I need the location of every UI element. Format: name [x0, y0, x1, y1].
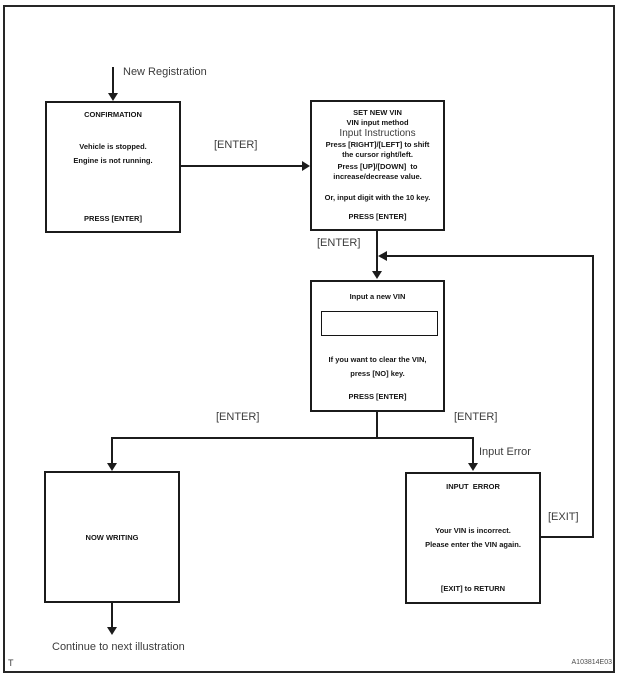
down-arrowhead-icon	[372, 271, 382, 279]
branch-horizontal-line	[111, 437, 473, 439]
inputerror-footer: [EXIT] to RETURN	[440, 583, 506, 593]
setvin-line2: VIN input method	[346, 117, 409, 127]
down-arrowhead-icon	[468, 463, 478, 471]
enter-label-4: [ENTER]	[454, 411, 498, 423]
down-arrowhead-icon	[107, 627, 117, 635]
enter-label-2: [ENTER]	[317, 237, 361, 249]
vin-input-field	[321, 311, 438, 336]
confirmation-footer: PRESS [ENTER]	[84, 213, 142, 223]
inputvin-line2: press [NO] key.	[350, 369, 405, 378]
figure-id: A103814E03	[571, 659, 612, 666]
confirmation-title: CONFIRMATION	[84, 110, 142, 119]
feedback-bottom-line	[539, 536, 594, 538]
exit-label: [EXIT]	[548, 511, 579, 523]
input-vin-screen-box: Input a new VIN If you want to clear the…	[310, 280, 445, 412]
start-arrowhead-icon	[108, 93, 118, 101]
feedback-top-line	[387, 255, 594, 257]
setvin-line1: SET NEW VIN	[353, 108, 402, 117]
confirmation-line1: Vehicle is stopped.	[79, 142, 147, 151]
input-error-screen-box: INPUT ERROR Your VIN is incorrect. Pleas…	[405, 472, 541, 604]
setvin-line5: Press [UP]/[DOWN] to	[337, 162, 418, 171]
inputerror-line2: Please enter the VIN again.	[425, 540, 521, 549]
nowwriting-title: NOW WRITING	[85, 533, 139, 542]
inputvin-line1: If you want to clear the VIN,	[328, 355, 427, 364]
setvin-line7: Or, input digit with the 10 key.	[324, 193, 431, 202]
feedback-right-line	[592, 255, 594, 538]
connector-conf-to-set	[181, 165, 302, 167]
branch-right-line	[472, 437, 474, 464]
down-arrowhead-icon	[107, 463, 117, 471]
start-label: New Registration	[123, 66, 207, 78]
right-arrowhead-icon	[302, 161, 310, 171]
now-writing-screen-box: NOW WRITING	[44, 471, 180, 603]
inputvin-title: Input a new VIN	[349, 292, 406, 301]
corner-label: T	[8, 658, 14, 668]
enter-label-3: [ENTER]	[216, 411, 260, 423]
start-arrow-line	[112, 67, 114, 94]
setvin-line4: the cursor right/left.	[342, 149, 413, 159]
continue-arrow-line	[111, 603, 113, 628]
setvin-line6: increase/decrease value.	[333, 171, 422, 181]
inputerror-line1: Your VIN is incorrect.	[435, 526, 511, 535]
confirmation-line2: Engine is not running.	[73, 156, 153, 165]
input-error-label: Input Error	[479, 446, 531, 458]
connector-set-to-input	[376, 231, 378, 272]
setvin-line3: Press [RIGHT]/[LEFT] to shift	[325, 140, 430, 149]
set-new-vin-screen-box: SET NEW VIN VIN input method Input Instr…	[310, 100, 445, 231]
diagram-border-frame	[3, 5, 615, 673]
left-arrowhead-icon	[378, 251, 387, 261]
setvin-footer: PRESS [ENTER]	[348, 211, 407, 221]
continue-label: Continue to next illustration	[52, 641, 185, 653]
confirmation-screen-box: CONFIRMATION Vehicle is stopped. Engine …	[45, 101, 181, 233]
inputerror-title: INPUT ERROR	[446, 482, 500, 491]
setvin-instructions-title: Input Instructions	[339, 128, 416, 139]
inputvin-footer: PRESS [ENTER]	[348, 391, 407, 401]
branch-stem-line	[376, 411, 378, 439]
branch-left-line	[111, 437, 113, 464]
enter-label-1: [ENTER]	[214, 139, 258, 151]
